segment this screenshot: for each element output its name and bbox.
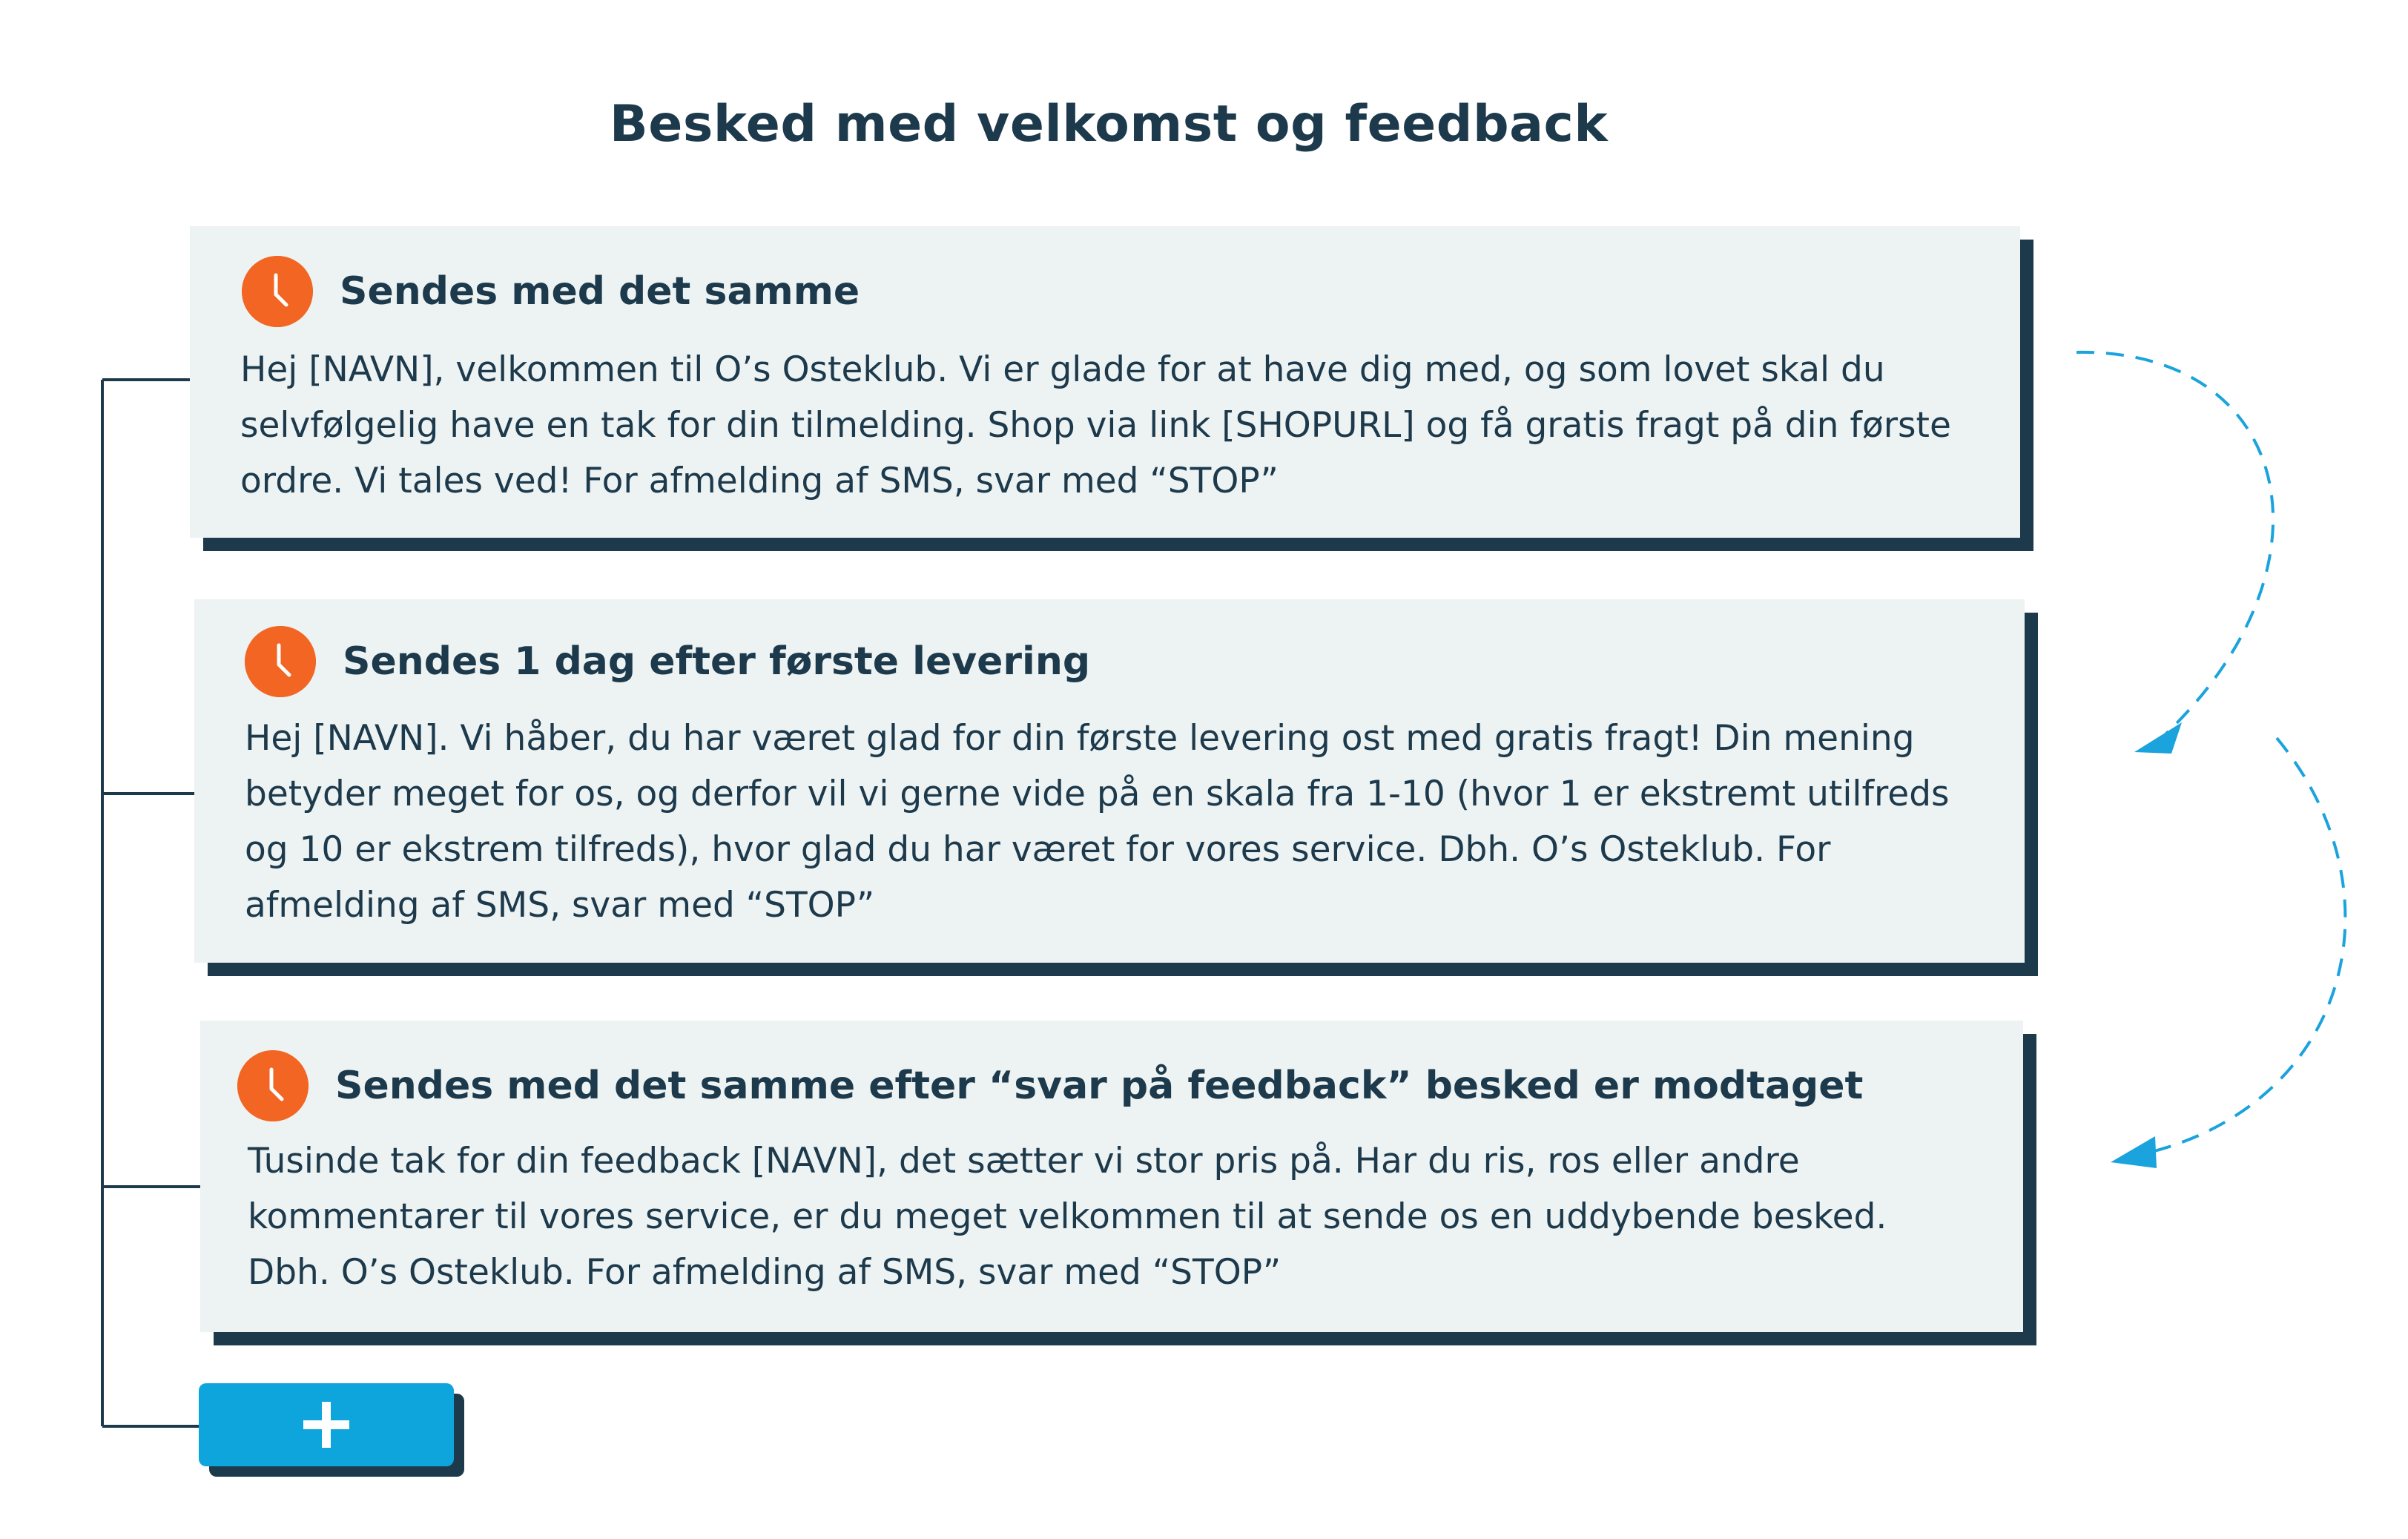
flow-arrowhead-2 [2111, 1136, 2157, 1168]
message-card-2-title: Sendes 1 dag efter første levering [343, 639, 1091, 684]
flow-arrow-1 [2076, 350, 2275, 736]
message-card-1-title: Sendes med det samme [340, 269, 860, 314]
message-card-3-body: Tusinde tak for din feedback [NAVN], det… [248, 1141, 1887, 1293]
tree-connector [101, 378, 200, 1428]
message-card-3-header: Sendes med det samme efter “svar på feed… [237, 1050, 1863, 1121]
clock-icon [245, 626, 316, 697]
add-message-button[interactable] [199, 1383, 454, 1466]
message-card-2-header: Sendes 1 dag efter første levering [245, 626, 1090, 697]
message-card-1-body: Hej [NAVN], velkommen til O’s Osteklub. … [240, 349, 1951, 501]
page-title: Besked med velkomst og feedback [609, 95, 1609, 154]
flow-arrowhead-1 [2134, 722, 2182, 754]
message-card-1[interactable]: Sendes med det samme Hej [NAVN], velkomm… [190, 226, 2020, 538]
message-card-2-body: Hej [NAVN]. Vi håber, du har været glad … [245, 718, 1950, 926]
clock-icon [237, 1050, 309, 1121]
flow-arrow-2 [2154, 736, 2347, 1153]
clock-icon [242, 256, 313, 327]
message-card-2[interactable]: Sendes 1 dag efter første levering Hej [… [194, 599, 2025, 963]
plus-icon [303, 1402, 349, 1448]
message-card-3[interactable]: Sendes med det samme efter “svar på feed… [200, 1021, 2023, 1332]
message-card-3-title: Sendes med det samme efter “svar på feed… [335, 1064, 1864, 1108]
message-card-1-header: Sendes med det samme [242, 256, 860, 327]
